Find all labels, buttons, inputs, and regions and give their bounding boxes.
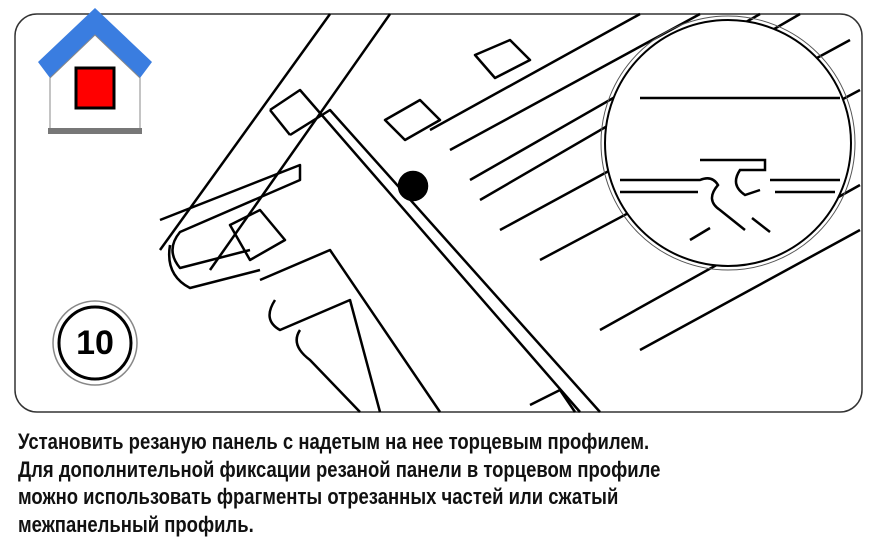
caption-line: Для дополнительной фиксации резаной пане… <box>18 456 661 482</box>
caption-line: межпанельный профиль. <box>18 511 254 537</box>
panel-drawing <box>158 12 861 413</box>
instruction-caption: Установить резаную панель с надетым на н… <box>18 428 858 538</box>
step-number: 10 <box>76 323 114 362</box>
caption-line: Установить резаную панель с надетым на н… <box>18 429 650 454</box>
caption-line: можно использовать фрагменты отрезанных … <box>18 484 619 509</box>
step-badge <box>52 300 138 386</box>
home-icon <box>38 8 152 134</box>
magnifier-detail <box>600 15 856 271</box>
installation-illustration <box>14 8 863 413</box>
